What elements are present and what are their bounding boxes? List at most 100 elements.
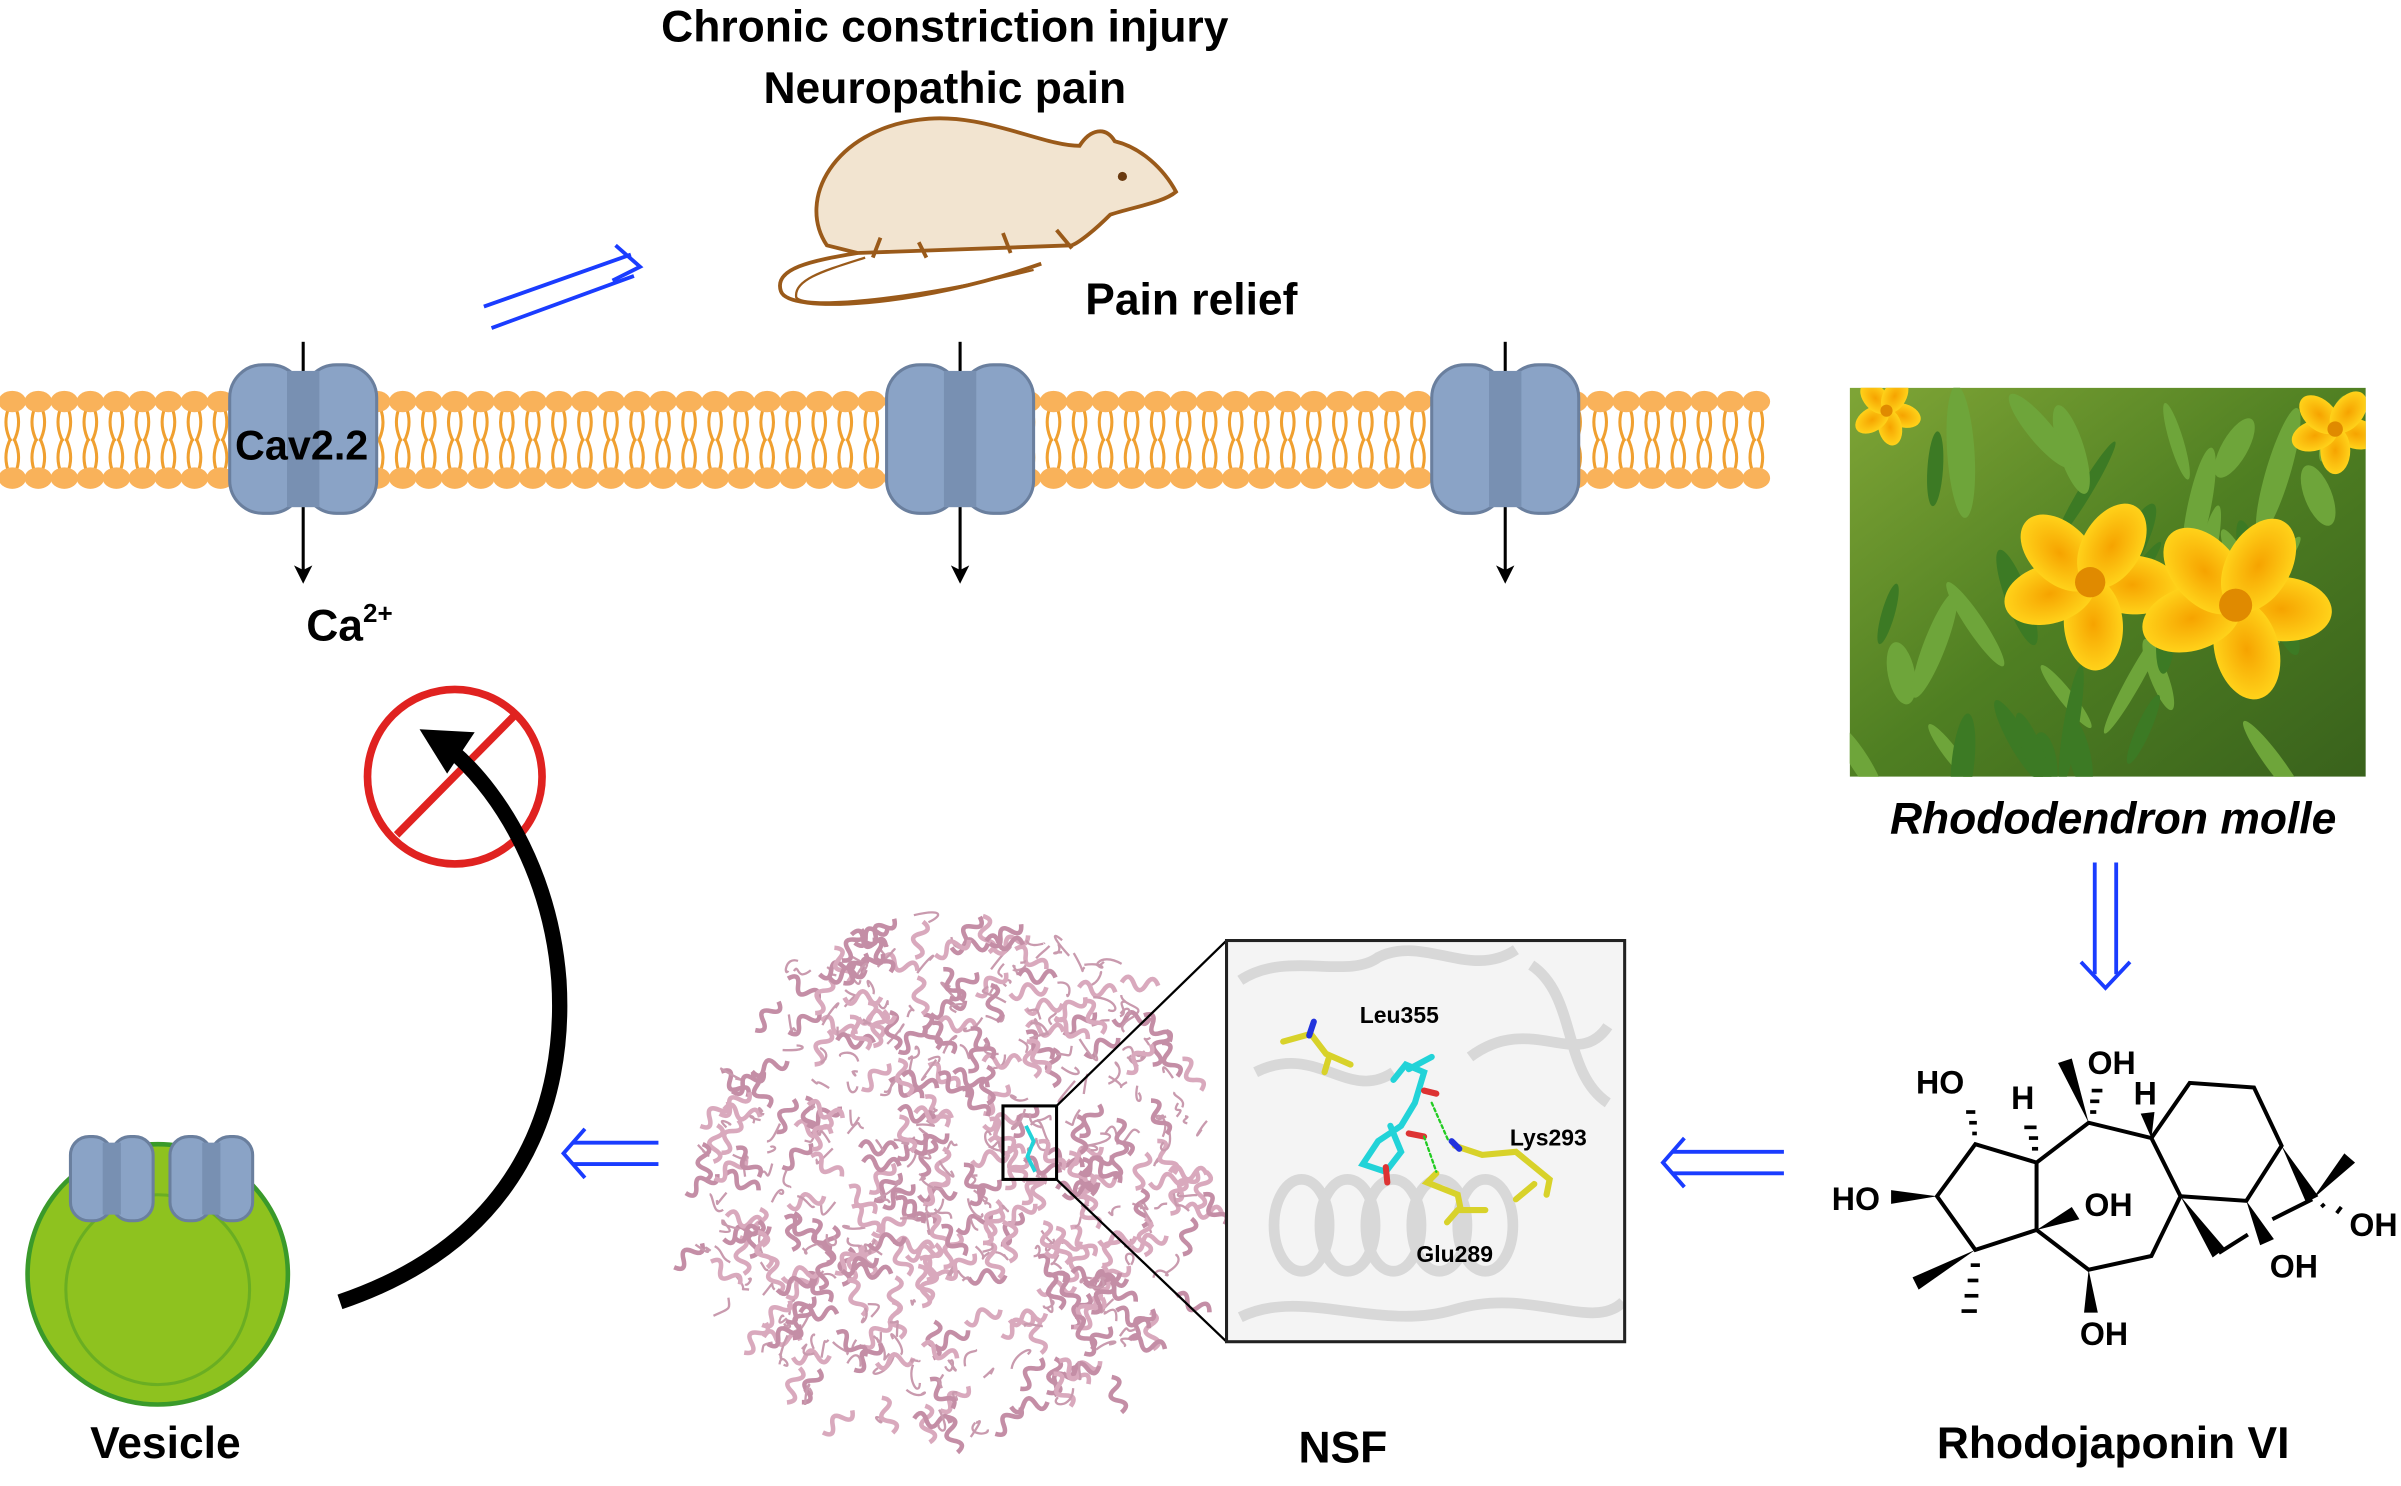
protein-loop	[1107, 1061, 1121, 1085]
lipid-head	[1221, 390, 1250, 413]
protein-loop	[1020, 959, 1027, 964]
protein-helix	[1129, 1232, 1169, 1253]
protein-helix	[963, 1307, 1003, 1328]
protein-helix	[819, 1014, 858, 1036]
protein-helix	[1053, 1016, 1091, 1040]
residue-leu355: Leu355	[1360, 1002, 1439, 1028]
protein-helix	[1013, 1104, 1040, 1139]
protein-helix	[754, 1229, 775, 1270]
protein-helix	[927, 1061, 961, 1088]
protein-helix	[1182, 1056, 1207, 1092]
lipid-tail	[785, 437, 802, 470]
protein-helix	[982, 1112, 1022, 1132]
protein-loop	[1120, 1337, 1132, 1348]
lipid-head	[414, 467, 443, 489]
protein-loop	[1174, 1102, 1182, 1118]
protein-loop	[1182, 1115, 1189, 1125]
protein-loop	[1103, 1308, 1118, 1322]
protein-loop	[974, 1245, 990, 1260]
ligand-mark	[1024, 1124, 1037, 1173]
protein-loop	[924, 1211, 931, 1235]
protein-helix	[1097, 1265, 1132, 1292]
lipid-tail	[1384, 437, 1400, 470]
lipid-head	[571, 390, 599, 413]
protein-loop	[1095, 958, 1123, 967]
protein-helix	[966, 1268, 1008, 1286]
protein-loop	[766, 1145, 777, 1154]
lipid-tail	[1305, 437, 1322, 470]
protein-loop	[744, 1277, 752, 1286]
protein-helix	[1061, 1180, 1101, 1201]
protein-loop	[846, 1237, 861, 1248]
protein-helix	[1132, 1151, 1153, 1191]
protein-helix	[1014, 944, 1049, 970]
protein-helix	[784, 1211, 803, 1252]
protein-loop	[1078, 1038, 1099, 1062]
protein-helix	[1058, 1357, 1092, 1385]
protein-helix	[985, 982, 1005, 1024]
lipid-tail	[394, 410, 411, 443]
zoom-line-top	[1055, 939, 1228, 1107]
protein-helix	[897, 1104, 937, 1124]
vesicle-icon	[25, 1135, 291, 1407]
protein-loop	[778, 1334, 789, 1360]
protein-helix	[1136, 1216, 1154, 1258]
protein-loop	[936, 1373, 945, 1389]
protein-loop	[846, 1081, 859, 1094]
lipid-head	[1117, 467, 1146, 489]
protein-loop	[801, 1343, 815, 1356]
lipid-tail	[1201, 410, 1218, 443]
lipid-tail	[212, 437, 229, 470]
lipid-tail	[1201, 437, 1218, 470]
lipid-tail	[446, 437, 463, 470]
protein-helix	[900, 1069, 940, 1091]
lipid-tail	[1227, 437, 1244, 470]
protein-loop	[1054, 1388, 1075, 1406]
protein-loop	[825, 1233, 837, 1247]
lipid-head	[1065, 467, 1094, 489]
protein-loop	[910, 1364, 922, 1390]
protein-loop	[910, 1299, 917, 1306]
lipid-tail	[1331, 410, 1348, 443]
protein-helix	[1178, 1216, 1199, 1257]
protein-loop	[933, 1208, 953, 1219]
protein-helix	[776, 1098, 799, 1135]
plant-photo	[1849, 387, 2366, 777]
protein-helix	[894, 1057, 915, 1098]
protein-helix	[709, 1257, 743, 1285]
protein-helix	[1097, 1230, 1138, 1249]
lipid-head	[1091, 467, 1120, 489]
protein-helix	[937, 1015, 979, 1034]
lipid-head	[180, 467, 209, 489]
lipid-head	[1143, 467, 1172, 489]
lipid-tail	[1227, 410, 1244, 443]
protein-helix	[1168, 1177, 1189, 1216]
lipid-head	[388, 467, 417, 489]
protein-loop	[1119, 1007, 1131, 1016]
lipid-tail	[472, 437, 489, 470]
protein-helix	[1005, 1155, 1030, 1191]
protein-helix	[944, 1253, 978, 1281]
lipid-tail	[1045, 437, 1062, 470]
protein-helix	[1111, 1010, 1153, 1028]
protein-loop	[971, 1421, 989, 1435]
lipid-head	[1378, 390, 1406, 413]
protein-loop	[875, 1139, 885, 1153]
lipid-head	[1247, 390, 1276, 413]
protein-loop	[1196, 1120, 1208, 1137]
protein-helix	[1020, 1357, 1046, 1392]
double-arrow-left-vesicle	[560, 1127, 659, 1180]
protein-loop	[1139, 1202, 1153, 1223]
protein-helix	[1070, 1224, 1098, 1257]
lipid-tail	[603, 410, 619, 443]
pain-relief-label: Pain relief	[1085, 275, 1297, 324]
protein-helix	[862, 1320, 893, 1350]
protein-loop	[819, 1201, 837, 1216]
lipid-tail	[4, 410, 21, 443]
protein-helix	[1007, 1308, 1049, 1328]
protein-loop	[762, 1282, 776, 1296]
protein-loop	[784, 959, 799, 974]
atom-ho-top: HO	[1916, 1065, 1964, 1101]
protein-helix	[809, 1151, 845, 1177]
lipid-head	[50, 467, 79, 489]
